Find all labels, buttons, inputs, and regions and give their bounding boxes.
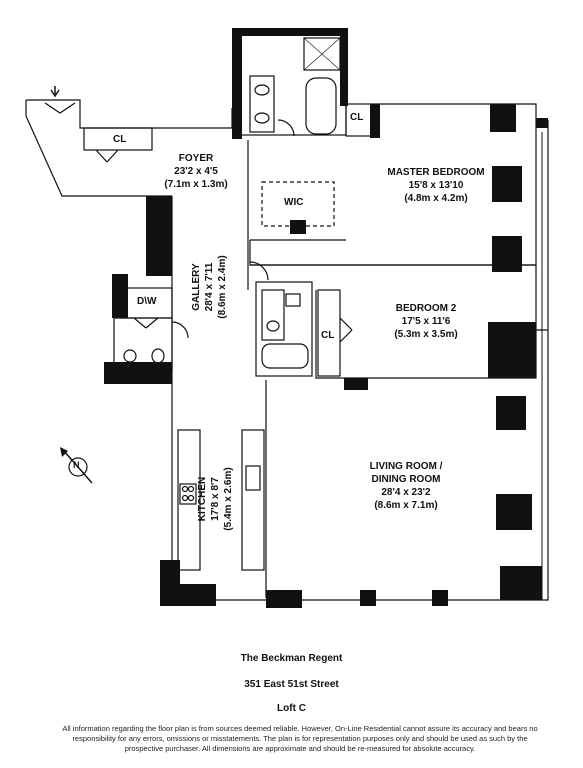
- structural-walls: [104, 28, 548, 608]
- living-room-label: LIVING ROOM / DINING ROOM 28'4 x 23'2 (8…: [346, 460, 466, 512]
- kitchen-dim-metric: (5.4m x 2.6m): [223, 467, 234, 531]
- master-closet-label: CL: [350, 112, 364, 123]
- compass-north-label: N: [73, 460, 80, 470]
- gallery-dim-metric: (8.6m x 2.4m): [217, 255, 228, 319]
- foyer-outline: [26, 99, 233, 129]
- gallery-name: GALLERY: [191, 263, 202, 311]
- kitchen-name: KITCHEN: [197, 476, 208, 522]
- bed2-closet: [317, 289, 341, 377]
- foyer-name: FOYER: [178, 153, 214, 164]
- kitchen-label: KITCHEN 17'8 x 8'7 (5.4m x 2.6m): [196, 451, 238, 547]
- living-room-name-2: DINING ROOM: [371, 474, 441, 485]
- north-compass-icon: N: [56, 445, 100, 489]
- kitchen-counter: [177, 429, 201, 571]
- living-room-dim-imperial: 28'4 x 23'2: [381, 487, 431, 498]
- bedroom2-name: BEDROOM 2: [395, 303, 457, 314]
- kitchen-island: [241, 429, 265, 571]
- foyer-closet-label: CL: [113, 134, 127, 145]
- building-address: 351 East 51st Street: [244, 679, 339, 690]
- entry-door-arrow: [50, 86, 60, 98]
- walk-in-closet: [261, 181, 335, 227]
- foyer-label: FOYER 23'2 x 4'5 (7.1m x 1.3m): [146, 152, 246, 191]
- dw-label: D\W: [137, 296, 157, 307]
- floor-plan: [25, 28, 549, 608]
- foyer-dim-metric: (7.1m x 1.3m): [164, 179, 228, 190]
- gallery-label: GALLERY 28'4 x 7'11 (8.6m x 2.4m): [190, 237, 232, 337]
- bedroom2-dim-imperial: 17'5 x 11'6: [401, 316, 451, 327]
- bedroom2-dim-metric: (5.3m x 3.5m): [394, 329, 458, 340]
- living-outline: [171, 312, 549, 601]
- living-room-name-1: LIVING ROOM /: [369, 461, 443, 472]
- living-room-dim-metric: (8.6m x 7.1m): [374, 500, 438, 511]
- master-bedroom-dim-imperial: 15'8 x 13'10: [408, 180, 464, 191]
- disclaimer-text: All information regarding the floor plan…: [62, 724, 538, 753]
- bedroom2-bath: [255, 281, 313, 377]
- gallery-dim-imperial: 28'4 x 7'11: [204, 262, 215, 312]
- foyer-dim-imperial: 23'2 x 4'5: [174, 166, 218, 177]
- master-bedroom-dim-metric: (4.8m x 4.2m): [404, 193, 468, 204]
- building-name: The Beckman Regent: [240, 653, 343, 664]
- bedroom2-closet-label: CL: [321, 330, 335, 341]
- master-bedroom-name: MASTER BEDROOM: [387, 167, 485, 178]
- unit-name: Loft C: [277, 703, 306, 714]
- wic-label: WIC: [284, 197, 304, 208]
- kitchen-dim-imperial: 17'8 x 8'7: [210, 477, 221, 521]
- bedroom2-label: BEDROOM 2 17'5 x 11'6 (5.3m x 3.5m): [366, 302, 486, 341]
- master-bedroom-label: MASTER BEDROOM 15'8 x 13'10 (4.8m x 4.2m…: [376, 166, 496, 205]
